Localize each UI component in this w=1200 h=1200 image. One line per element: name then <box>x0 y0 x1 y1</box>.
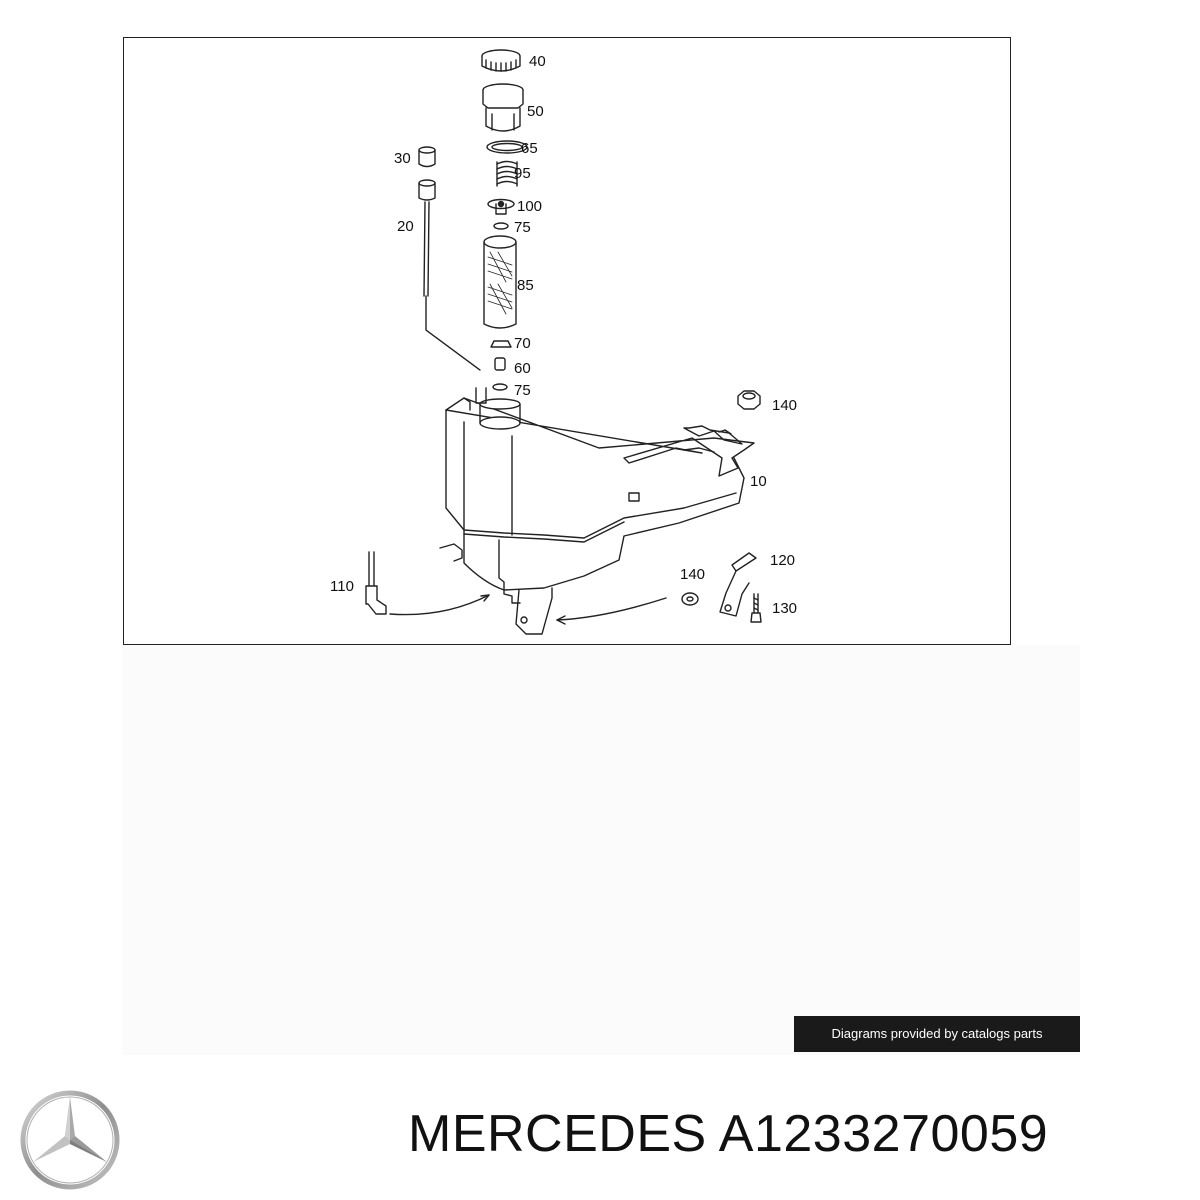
callout-40: 40 <box>529 53 546 70</box>
nut-140a <box>737 390 761 410</box>
callout-20: 20 <box>397 218 414 235</box>
tank-mount-bracket <box>515 587 553 635</box>
dipstick-20 <box>418 179 481 371</box>
level-sensor-110 <box>365 551 387 615</box>
brand-part-title: MERCEDES A1233270059 <box>408 1105 1049 1163</box>
mercedes-star-icon <box>20 1090 120 1190</box>
callout-50: 50 <box>527 103 544 120</box>
callout-75b: 75 <box>514 382 531 399</box>
dipstick-cap-30 <box>418 146 436 168</box>
grommet-140b <box>681 592 699 606</box>
callout-120: 120 <box>770 552 795 569</box>
callout-75a: 75 <box>514 219 531 236</box>
callout-130: 130 <box>772 600 797 617</box>
bracket-120 <box>719 552 757 617</box>
callout-100: 100 <box>517 198 542 215</box>
callout-30: 30 <box>394 150 411 167</box>
callout-95: 95 <box>514 165 531 182</box>
parts-diagram: 40 50 65 95 100 75 85 70 60 75 30 20 140… <box>123 37 1011 645</box>
arrow-110 <box>389 594 490 616</box>
valve-part <box>487 198 515 215</box>
bushing-70 <box>490 340 512 348</box>
arrow-140 <box>556 597 667 621</box>
callout-140a: 140 <box>772 397 797 414</box>
seal-ring-65 <box>486 140 528 154</box>
filler-neck-part <box>482 83 524 132</box>
callout-10: 10 <box>750 473 767 490</box>
callout-140b: 140 <box>680 566 705 583</box>
callout-60: 60 <box>514 360 531 377</box>
o-ring-75b <box>492 383 508 391</box>
o-ring-75a <box>493 222 509 230</box>
callout-70: 70 <box>514 335 531 352</box>
cap-part <box>481 49 521 72</box>
callout-65: 65 <box>521 140 538 157</box>
spring-part <box>496 160 518 187</box>
reservoir-tank-10 <box>439 387 755 604</box>
filter-element-part <box>483 235 517 329</box>
background-panel <box>122 645 1080 1055</box>
diagram-credit-badge: Diagrams provided by catalogs parts <box>794 1016 1080 1052</box>
spacer-60 <box>494 357 506 371</box>
bolt-130 <box>750 593 762 623</box>
callout-110: 110 <box>330 578 354 595</box>
callout-85: 85 <box>517 277 534 294</box>
